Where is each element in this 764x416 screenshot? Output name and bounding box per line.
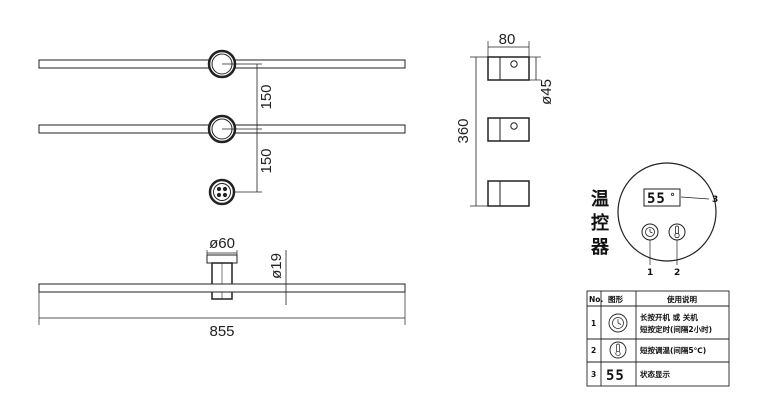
holder-top [487,56,530,81]
holder-middle [487,117,530,142]
callout-1: 1 [647,268,653,278]
mount-cap [206,254,238,264]
table-row-1-no: 1 [591,319,596,328]
table-row-2-no: 2 [591,346,596,355]
table-row-3-no: 3 [591,370,596,379]
rail-front [38,283,406,293]
controller-title-char-1: 温 [591,189,609,210]
controller-display-digits: 55 [647,191,666,207]
table-header-icon: 图形 [608,294,623,304]
table-header-no: No. [589,295,603,304]
controller-title: 温 控 器 [590,189,610,258]
callout-3: 3 [712,195,718,205]
table-timer-icon [608,313,628,333]
side-view [470,41,541,207]
controller-title-char-3: 器 [590,237,610,258]
dim-holder-depth: 80 [499,31,516,48]
controller-display-unit: ° [670,192,675,203]
control-knob [208,178,236,206]
table-row-3-line1: 状态显示 [640,369,670,379]
dim-rail-diameter: ø19 [268,253,285,279]
controller-display [643,188,681,207]
controller-title-char-2: 控 [591,212,609,234]
dim-rail-spacing-top: 150 [258,84,275,109]
table-header-desc: 使用说明 [666,294,697,304]
holder-bottom [487,180,530,207]
top-view [38,49,406,206]
controller-panel [617,162,717,265]
dim-overall-height: 360 [455,118,472,143]
table-row-1-line2: 短按定时(间隔2小时) [640,324,712,334]
table-row-2-line1: 短按调温(间隔5℃) [640,345,706,355]
callout-2: 2 [674,268,680,278]
dim-mount-diameter: ø60 [209,235,235,252]
front-view [38,250,406,325]
table-row-1-line1: 长按开机 或 关机 [640,312,698,322]
timer-icon [645,227,655,237]
table-row-3-icon: 55 [606,368,625,384]
table-thermometer-icon [609,341,627,359]
instruction-table [586,290,730,387]
controller-face [617,162,717,262]
dim-rail-spacing-bottom: 150 [258,148,275,173]
dim-holder-diameter: ø45 [538,79,555,105]
dim-overall-length: 855 [209,323,234,340]
